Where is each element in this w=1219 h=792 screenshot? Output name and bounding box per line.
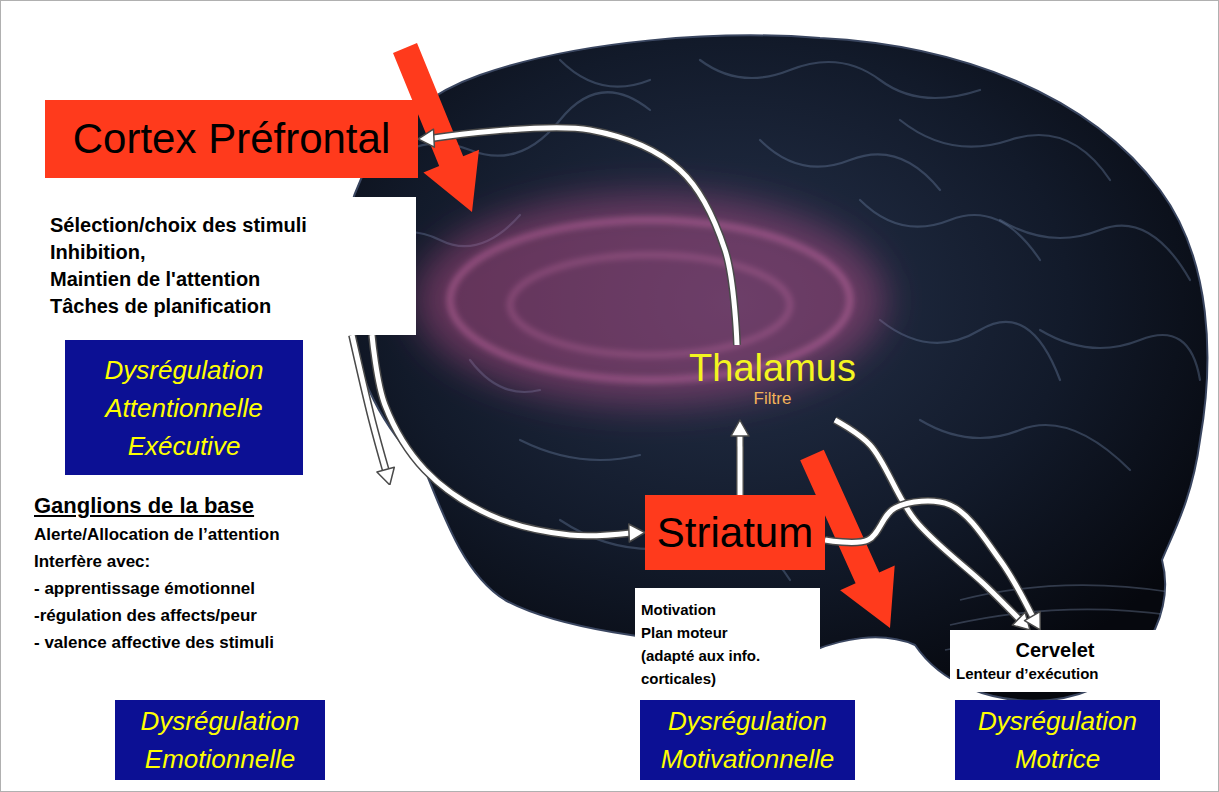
node-text: - valence affective des stimuli (34, 629, 274, 656)
limbic-glow (415, 195, 885, 405)
gyrus (900, 120, 1110, 180)
connector-outline (835, 420, 1020, 620)
arrowhead (377, 467, 394, 485)
connector-arrow (418, 128, 737, 345)
node-title: Cortex Préfrontal (73, 115, 390, 163)
connector-line (737, 434, 742, 495)
connector-outline (352, 335, 386, 472)
node-title: Dysrégulation Emotionnelle (121, 702, 319, 778)
function-box: Ganglions de la baseAlerte/Allocation de… (28, 485, 415, 695)
dysregulation-box: Dysrégulation Motivationnelle (640, 700, 855, 780)
connector-line (835, 420, 1020, 620)
node-title: Cervelet (956, 637, 1154, 663)
arrowhead (731, 420, 749, 436)
connector-arrow (731, 420, 749, 495)
node-text: Alerte/Allocation de l’attention (34, 521, 280, 548)
gyrus (760, 140, 940, 190)
region-label: ThalamusFiltre (675, 345, 870, 420)
gyrus (560, 60, 650, 87)
node-title: Striatum (657, 509, 813, 557)
connector-outline (736, 434, 744, 495)
gyrus (880, 320, 1060, 380)
connector-outline (432, 128, 737, 345)
node-title: Dysrégulation Motrice (961, 702, 1154, 778)
gyrus (1040, 330, 1200, 380)
node-title: Sélection/choix des stimuli (50, 212, 307, 239)
region-box: Cortex Préfrontal (45, 100, 418, 178)
gyrus (860, 200, 1040, 260)
arrowhead (629, 524, 645, 542)
node-text: Lenteur d’exécution (956, 663, 1154, 685)
gyrus (700, 60, 980, 98)
node-title: Thalamus (689, 347, 856, 389)
gyrus (520, 440, 640, 460)
gyrus (1000, 220, 1190, 280)
connector-arrow (352, 335, 394, 485)
function-box: CerveletLenteur d’exécution (950, 630, 1160, 692)
brain-gyri (360, 60, 1200, 675)
node-text: Plan moteur (641, 621, 728, 644)
node-title: Dysrégulation Motivationnelle (646, 702, 849, 778)
node-text: Inhibition, (50, 239, 146, 266)
dysregulation-box: Dysrégulation Motrice (955, 700, 1160, 780)
node-text: (adapté aux info. corticales) (641, 644, 814, 690)
function-box: MotivationPlan moteur(adapté aux info. c… (635, 588, 820, 700)
dysregulation-box: Dysrégulation Attentionnelle Exécutive (65, 340, 303, 475)
node-text: Maintien de l'attention (50, 266, 260, 293)
connector-arrow (825, 501, 1040, 630)
arrowhead (418, 129, 434, 147)
connector-line (432, 128, 737, 345)
node-text: Filtre (754, 389, 792, 409)
function-box: Sélection/choix des stimuliInhibition,Ma… (40, 197, 416, 335)
node-title: Dysrégulation Attentionnelle Exécutive (71, 351, 297, 465)
region-box: Striatum (645, 495, 825, 570)
node-text: - apprentissage émotionnel (34, 575, 255, 602)
node-text: Tâches de planification (50, 293, 271, 320)
connector-outline (825, 501, 1033, 618)
arrowhead (1025, 612, 1041, 630)
gyrus (920, 420, 1130, 470)
gyri-lines (360, 60, 1200, 580)
dysregulation-box: Dysrégulation Emotionnelle (115, 700, 325, 780)
brain-silhouette (342, 35, 1207, 700)
node-text: -régulation des affects/peur (34, 602, 257, 629)
connector-line (825, 501, 1033, 618)
connector-line (352, 335, 386, 472)
node-title: Ganglions de la base (34, 491, 254, 521)
node-text: Interfère avec: (34, 548, 150, 575)
inner-ring (510, 255, 790, 355)
node-title: Motivation (641, 598, 716, 621)
folium (950, 609, 1170, 625)
connector-arrow (835, 420, 1030, 630)
